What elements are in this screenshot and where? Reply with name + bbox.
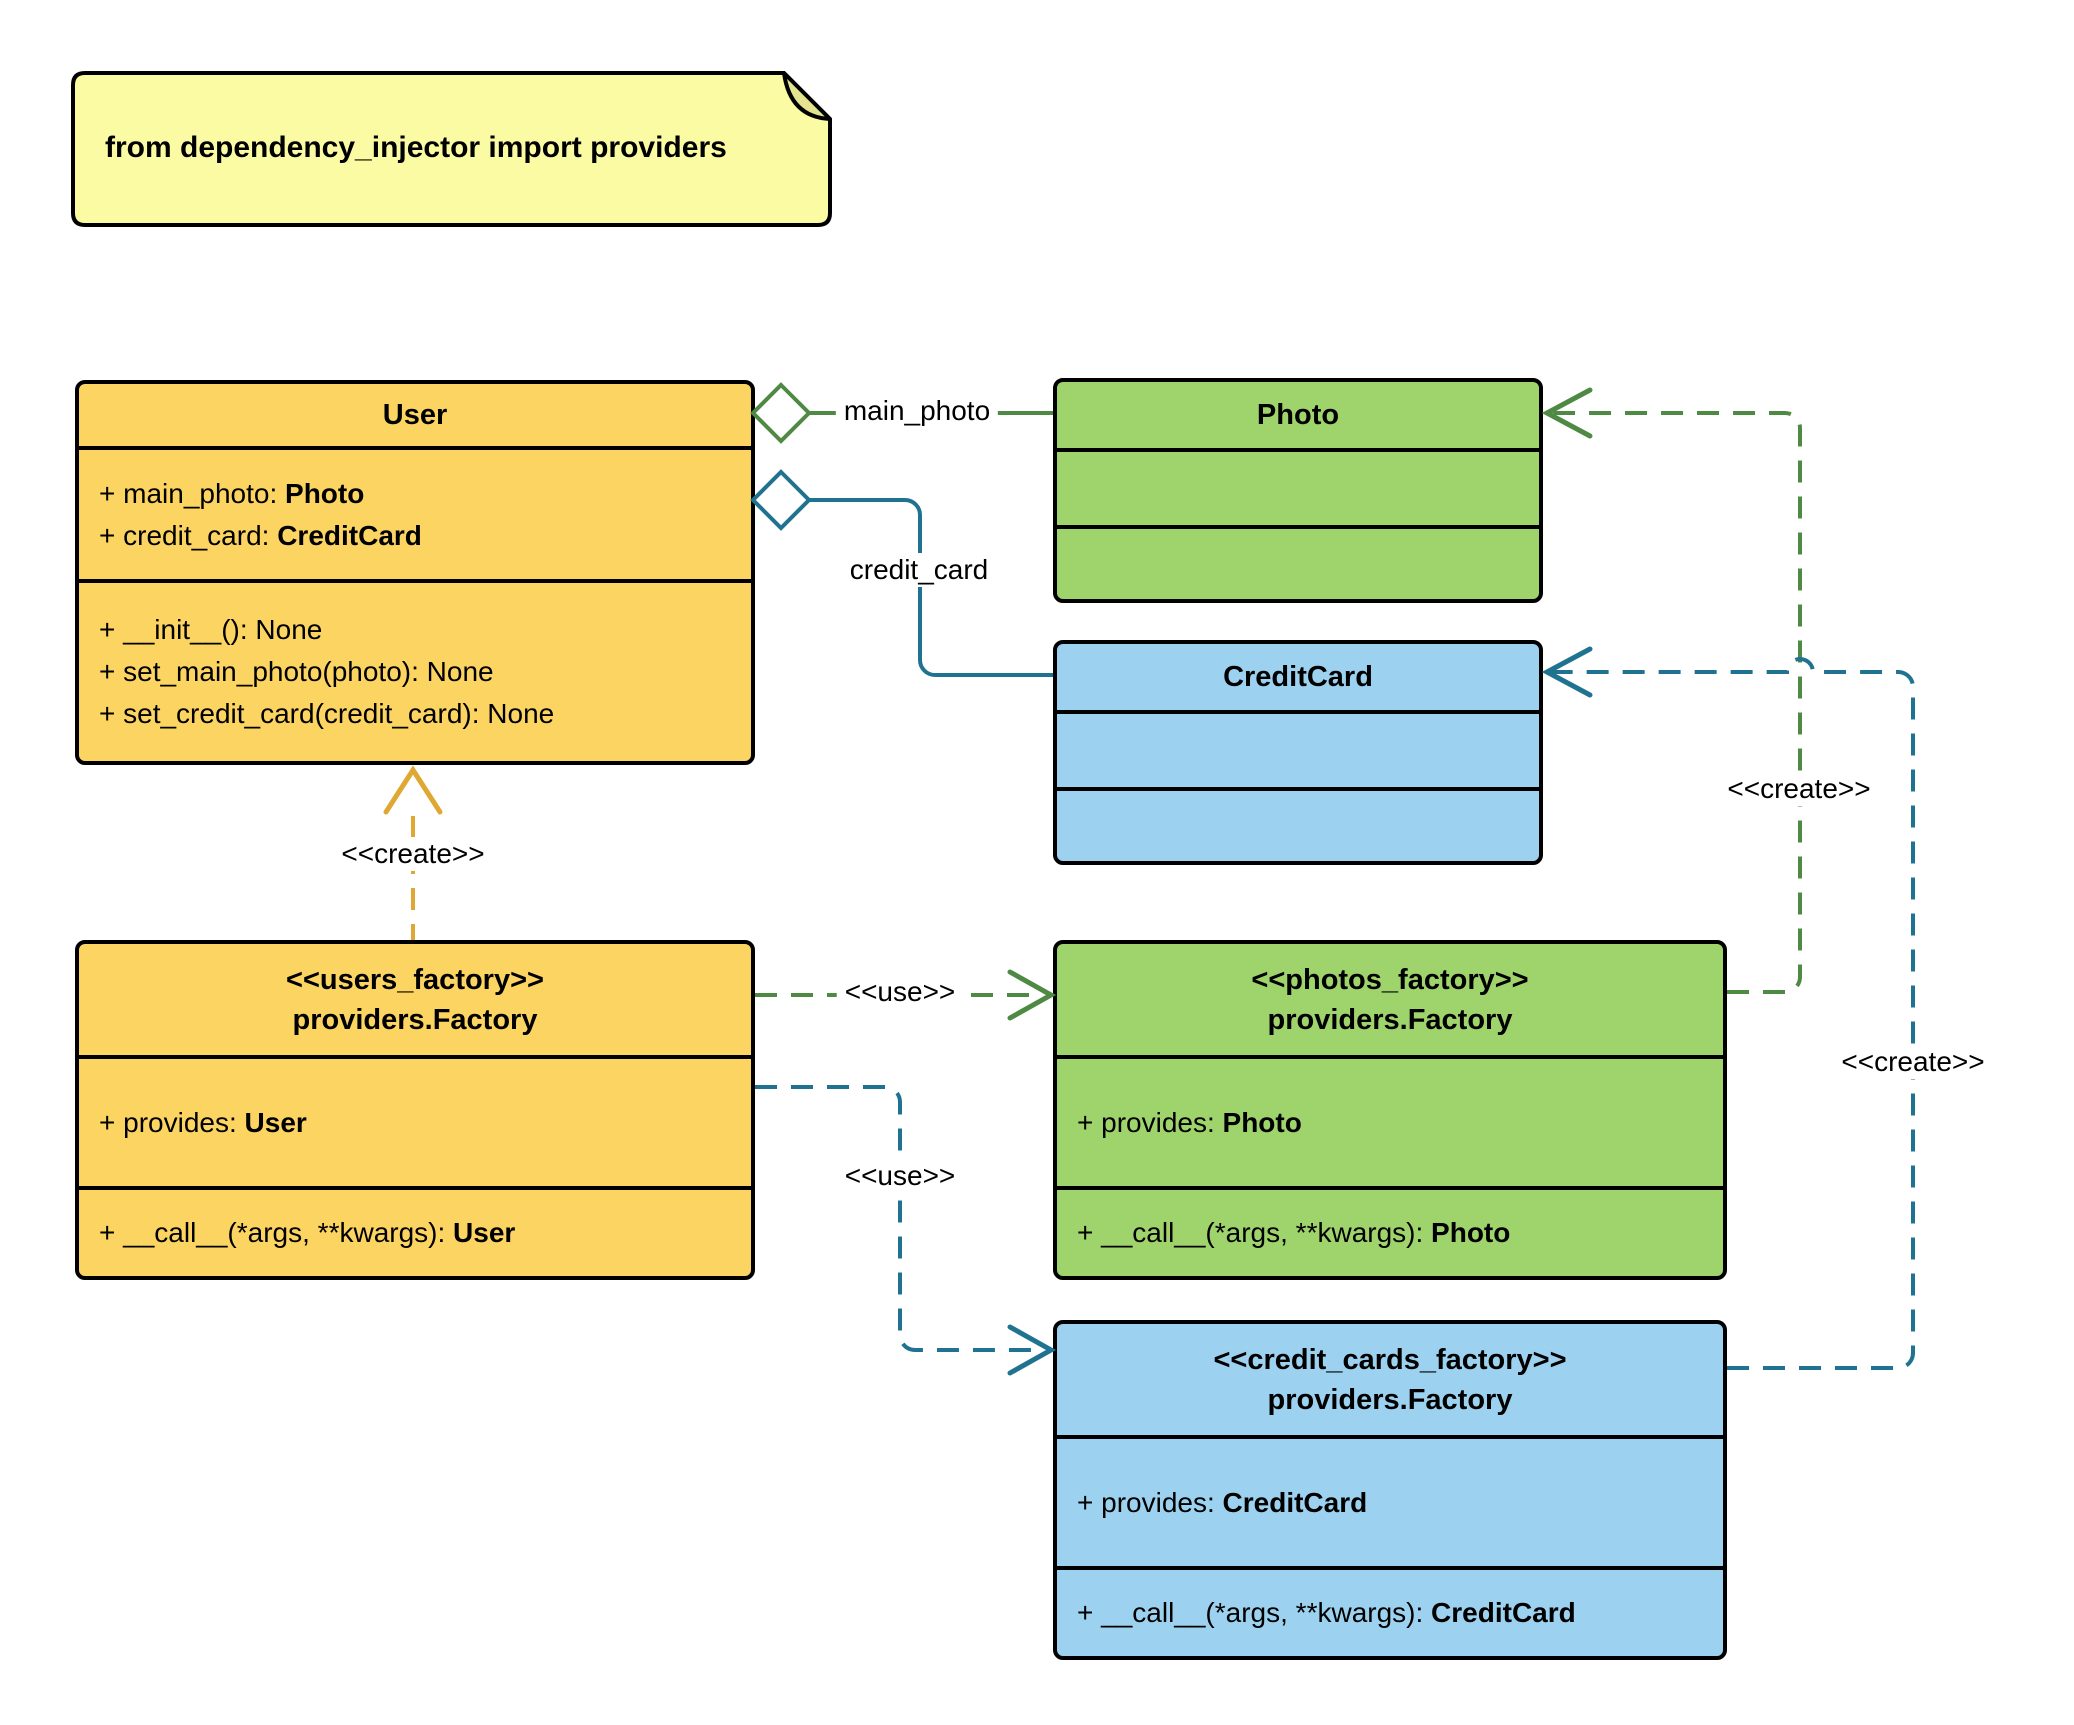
attribute-type: Photo bbox=[285, 477, 365, 509]
note-fold-icon bbox=[782, 71, 832, 121]
label-use-photos: <<use>> bbox=[836, 975, 964, 1009]
class-user-methods: + __init__(): None + set_main_photo(phot… bbox=[79, 579, 751, 761]
class-users-factory: <<users_factory>> providers.Factory + pr… bbox=[75, 940, 755, 1280]
class-users-factory-methods: + __call__(*args, **kwargs): User bbox=[79, 1186, 751, 1276]
class-photos-factory-attributes: + provides: Photo bbox=[1057, 1055, 1723, 1186]
class-users-factory-attributes: + provides: User bbox=[79, 1055, 751, 1186]
note-body bbox=[71, 71, 832, 227]
aggregation-diamond-icon bbox=[750, 469, 812, 531]
method-row: + __call__(*args, **kwargs): User bbox=[99, 1212, 731, 1254]
class-name: User bbox=[382, 399, 448, 431]
create-arrow-photo bbox=[1541, 387, 1802, 994]
label-use-credit-cards: <<use>> bbox=[836, 1159, 964, 1193]
class-credit-cards-factory-attributes: + provides: CreditCard bbox=[1057, 1435, 1723, 1566]
method-text: + __call__(*args, **kwargs): bbox=[1077, 1217, 1432, 1248]
method-text: + __call__(*args, **kwargs): bbox=[99, 1217, 454, 1248]
method-type: User bbox=[453, 1217, 516, 1248]
attribute-type: User bbox=[244, 1106, 307, 1138]
label-create-credit-card: <<create>> bbox=[1833, 1045, 1993, 1079]
note-shape bbox=[71, 71, 832, 227]
class-credit-card-methods bbox=[1057, 787, 1539, 861]
class-credit-cards-factory-methods: + __call__(*args, **kwargs): CreditCard bbox=[1057, 1566, 1723, 1656]
label-create-user: <<create>> bbox=[333, 837, 493, 871]
method-row: + set_credit_card(credit_card): None bbox=[99, 698, 555, 729]
method-type: CreditCard bbox=[1431, 1597, 1576, 1628]
note: from dependency_injector import provider… bbox=[71, 71, 834, 229]
method-row: + set_main_photo(photo): None bbox=[99, 656, 494, 687]
class-name: providers.Factory bbox=[292, 1003, 538, 1036]
class-users-factory-header: <<users_factory>> providers.Factory bbox=[79, 944, 751, 1055]
attribute-row: + provides: User bbox=[99, 1102, 731, 1144]
class-photos-factory-header: <<photos_factory>> providers.Factory bbox=[1057, 944, 1723, 1055]
class-photos-factory-methods: + __call__(*args, **kwargs): Photo bbox=[1057, 1186, 1723, 1276]
attribute-row: + provides: CreditCard bbox=[1077, 1482, 1703, 1524]
class-name: providers.Factory bbox=[1267, 1003, 1513, 1036]
class-user-attributes: + main_photo: Photo + credit_card: Credi… bbox=[79, 446, 751, 579]
class-stereotype: <<users_factory>> bbox=[286, 963, 544, 996]
attribute-type: Photo bbox=[1222, 1106, 1302, 1138]
class-user: User + main_photo: Photo + credit_card: … bbox=[75, 380, 755, 765]
attribute-row: + main_photo: Photo bbox=[99, 473, 731, 515]
class-stereotype: <<photos_factory>> bbox=[1251, 963, 1529, 996]
attribute-type: CreditCard bbox=[277, 519, 422, 551]
class-credit-card-attributes bbox=[1057, 710, 1539, 787]
label-credit-card: credit_card bbox=[841, 553, 997, 587]
class-user-header: User bbox=[79, 384, 751, 446]
open-arrowhead-icon bbox=[1541, 646, 1593, 698]
class-credit-cards-factory: <<credit_cards_factory>> providers.Facto… bbox=[1053, 1320, 1727, 1660]
class-credit-card: CreditCard bbox=[1053, 640, 1543, 865]
note-text: from dependency_injector import provider… bbox=[105, 131, 727, 164]
class-photo-methods bbox=[1057, 525, 1539, 599]
class-photo-header: Photo bbox=[1057, 382, 1539, 448]
aggregation-diamond-icon bbox=[750, 382, 812, 444]
attribute-text: + provides: bbox=[1077, 1106, 1223, 1138]
attribute-text: + main_photo: bbox=[99, 477, 286, 509]
class-name: providers.Factory bbox=[1267, 1383, 1513, 1416]
attribute-text: + provides: bbox=[99, 1106, 245, 1138]
method-row: + __call__(*args, **kwargs): CreditCard bbox=[1077, 1592, 1703, 1634]
attribute-row: + credit_card: CreditCard bbox=[99, 515, 731, 557]
method-row: + __init__(): None bbox=[99, 614, 323, 645]
class-credit-cards-factory-header: <<credit_cards_factory>> providers.Facto… bbox=[1057, 1324, 1723, 1435]
class-credit-card-header: CreditCard bbox=[1057, 644, 1539, 710]
class-photo: Photo bbox=[1053, 378, 1543, 603]
attribute-type: CreditCard bbox=[1222, 1486, 1368, 1518]
label-create-photo: <<create>> bbox=[1719, 772, 1879, 806]
method-type: Photo bbox=[1431, 1217, 1511, 1248]
class-stereotype: <<credit_cards_factory>> bbox=[1213, 1343, 1567, 1376]
method-row: + __call__(*args, **kwargs): Photo bbox=[1077, 1212, 1703, 1254]
open-arrowhead-icon bbox=[1007, 1324, 1057, 1376]
class-photo-attributes bbox=[1057, 448, 1539, 525]
label-main-photo: main_photo bbox=[835, 394, 999, 428]
class-photos-factory: <<photos_factory>> providers.Factory + p… bbox=[1053, 940, 1727, 1280]
method-text: + __call__(*args, **kwargs): bbox=[1077, 1597, 1432, 1628]
attribute-text: + provides: bbox=[1077, 1486, 1223, 1518]
attribute-text: + credit_card: bbox=[99, 519, 278, 551]
open-arrowhead-icon bbox=[1007, 969, 1057, 1021]
use-arrow-credit-cards-factory bbox=[755, 1085, 1057, 1376]
attribute-row: + provides: Photo bbox=[1077, 1102, 1703, 1144]
open-arrowhead-icon bbox=[1541, 387, 1593, 439]
class-name: CreditCard bbox=[1223, 661, 1373, 693]
class-name: Photo bbox=[1256, 399, 1340, 431]
open-arrowhead-icon bbox=[383, 765, 443, 815]
